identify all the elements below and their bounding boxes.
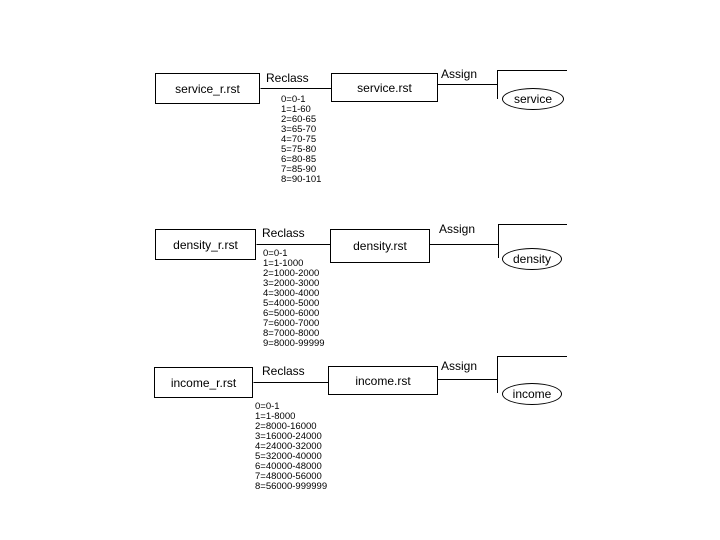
- input-raster-label: density_r.rst: [173, 237, 238, 252]
- assign-bracket-density: [498, 224, 567, 258]
- rule-item: 6=5000-6000: [263, 308, 320, 319]
- attribute-label: density: [512, 252, 552, 266]
- rule-item: 2=8000-16000: [255, 421, 317, 432]
- rule-item: 3=65-70: [281, 124, 317, 135]
- reclass-rules-density: 0=0-1 1=1-1000 2=1000-2000 3=2000-3000 4…: [263, 249, 325, 349]
- rule-item: 4=24000-32000: [255, 441, 322, 452]
- rule-item: 0=0-1: [281, 94, 306, 105]
- rule-item: 6=80-85: [281, 154, 317, 165]
- rule-item: 2=1000-2000: [263, 268, 320, 279]
- rule-item: 2=60-65: [281, 114, 317, 125]
- rule-item: 1=1-8000: [255, 411, 296, 422]
- output-raster-label: density.rst: [353, 239, 407, 253]
- output-raster-service[interactable]: service.rst: [331, 73, 438, 102]
- rule-item: 3=16000-24000: [255, 431, 322, 442]
- input-raster-density[interactable]: density_r.rst: [155, 229, 256, 260]
- attribute-oval-income[interactable]: income: [502, 383, 562, 405]
- output-raster-label: service.rst: [357, 80, 412, 95]
- rule-item: 4=70-75: [281, 134, 317, 145]
- rule-item: 0=0-1: [255, 401, 280, 412]
- rule-item: 5=32000-40000: [255, 451, 322, 462]
- reclass-label-density: Reclass: [262, 226, 305, 240]
- input-raster-label: service_r.rst: [175, 81, 240, 96]
- output-raster-income[interactable]: income.rst: [328, 366, 438, 395]
- rule-item: 1=1-60: [281, 104, 311, 115]
- output-raster-density[interactable]: density.rst: [330, 229, 430, 263]
- rule-item: 5=75-80: [281, 144, 317, 155]
- rule-item: 7=6000-7000: [263, 318, 320, 329]
- attribute-oval-density[interactable]: density: [502, 248, 562, 270]
- reclass-label-service: Reclass: [266, 71, 309, 85]
- assign-label-density: Assign: [439, 222, 476, 236]
- assign-label-income: Assign: [441, 359, 478, 373]
- output-raster-label: income.rst: [355, 373, 411, 388]
- reclass-rules-income: 0=0-1 1=1-8000 2=8000-16000 3=16000-2400…: [255, 402, 327, 492]
- rule-item: 8=90-101: [281, 174, 322, 185]
- input-raster-income[interactable]: income_r.rst: [154, 367, 253, 398]
- assign-bracket-service: [497, 70, 567, 99]
- rule-item: 6=40000-48000: [255, 461, 322, 472]
- input-raster-label: income_r.rst: [170, 375, 237, 390]
- input-raster-service[interactable]: service_r.rst: [155, 73, 260, 104]
- rule-item: 8=7000-8000: [263, 328, 320, 339]
- rule-item: 0=0-1: [263, 248, 288, 259]
- attribute-label: income: [512, 387, 552, 401]
- rule-item: 7=85-90: [281, 164, 317, 175]
- rule-item: 8=56000-999999: [255, 481, 328, 492]
- rule-item: 9=8000-99999: [263, 338, 325, 349]
- reclass-rules-service: 0=0-1 1=1-60 2=60-65 3=65-70 4=70-75 5=7…: [281, 95, 321, 185]
- rule-item: 7=48000-56000: [255, 471, 322, 482]
- rule-item: 1=1-1000: [263, 258, 304, 269]
- assign-bracket-income: [497, 356, 567, 393]
- attribute-label: service: [513, 92, 552, 106]
- rule-item: 5=4000-5000: [263, 298, 320, 309]
- attribute-oval-service[interactable]: service: [502, 88, 564, 110]
- assign-label-service: Assign: [441, 67, 478, 81]
- reclass-label-income: Reclass: [262, 364, 305, 378]
- rule-item: 4=3000-4000: [263, 288, 320, 299]
- rule-item: 3=2000-3000: [263, 278, 320, 289]
